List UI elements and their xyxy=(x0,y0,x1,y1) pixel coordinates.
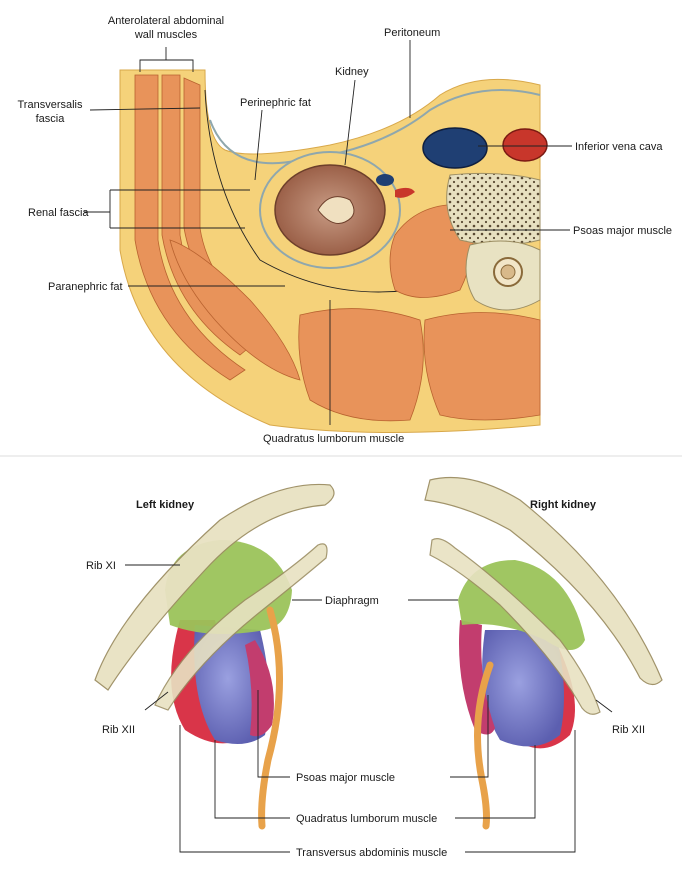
right-rib-xii xyxy=(429,538,601,715)
bottom-leader-lines xyxy=(125,564,613,853)
right-kidney-psoas-zone xyxy=(459,620,495,735)
erector-muscle-shape xyxy=(423,312,541,421)
label-anterolateral-2: wall muscles xyxy=(134,29,198,41)
left-rib-xi xyxy=(94,483,335,691)
label-right-kidney: Right kidney xyxy=(530,499,597,511)
label-rib-xii-right: Rib XII xyxy=(612,724,645,736)
renal-artery-shape xyxy=(395,187,415,198)
left-kidney-psoas-zone xyxy=(245,640,274,737)
top-labels: Anterolateral abdominal wall muscles Per… xyxy=(18,15,673,445)
peritoneum-line xyxy=(209,89,541,165)
left-kidney-illustration xyxy=(94,483,335,830)
vertebral-body xyxy=(446,172,541,246)
label-transversus-abdominis: Transversus abdominis muscle xyxy=(296,847,447,859)
label-kidney: Kidney xyxy=(335,66,369,78)
label-rib-xi: Rib XI xyxy=(86,560,116,572)
cross-section-illustration xyxy=(119,69,548,433)
right-kidney-illustration xyxy=(424,476,663,830)
label-perinephric-fat: Perinephric fat xyxy=(240,97,311,109)
label-psoas-major-top: Psoas major muscle xyxy=(573,225,672,237)
inferior-vena-cava-shape xyxy=(422,127,488,169)
renal-vein-shape xyxy=(376,174,394,186)
lateral-muscle-slip xyxy=(169,239,301,381)
left-rib-xii xyxy=(154,543,328,711)
renal-fascia-line xyxy=(204,89,411,293)
right-rib-xi xyxy=(424,476,663,686)
label-renal-fascia: Renal fascia xyxy=(28,207,89,219)
label-anterolateral-1: Anterolateral abdominal xyxy=(108,15,224,27)
label-transversalis-1: Transversalis xyxy=(18,99,83,111)
label-paranephric-fat: Paranephric fat xyxy=(48,281,123,293)
left-ureter xyxy=(258,606,284,830)
top-leader-lines xyxy=(84,40,572,425)
spinal-cord xyxy=(500,264,516,280)
psoas-shape xyxy=(389,204,474,298)
label-inferior-vena-cava: Inferior vena cava xyxy=(575,141,663,153)
bottom-labels: Left kidney Right kidney Rib XI Diaphrag… xyxy=(86,499,645,859)
label-psoas-major-bottom: Psoas major muscle xyxy=(296,772,395,784)
label-peritoneum: Peritoneum xyxy=(384,27,440,39)
label-left-kidney: Left kidney xyxy=(136,499,195,511)
label-quadratus-lumborum-top: Quadratus lumborum muscle xyxy=(263,433,404,445)
label-transversalis-2: fascia xyxy=(36,113,66,125)
label-diaphragm: Diaphragm xyxy=(325,595,379,607)
right-ureter xyxy=(474,661,494,830)
label-quadratus-lumborum-bottom: Quadratus lumborum muscle xyxy=(296,813,437,825)
right-kidney-quadratus-zone xyxy=(482,630,564,747)
renal-pelvis xyxy=(317,196,355,224)
aorta-shape xyxy=(502,128,548,162)
label-rib-xii-left: Rib XII xyxy=(102,724,135,736)
quadratus-lumborum-shape xyxy=(298,308,424,422)
